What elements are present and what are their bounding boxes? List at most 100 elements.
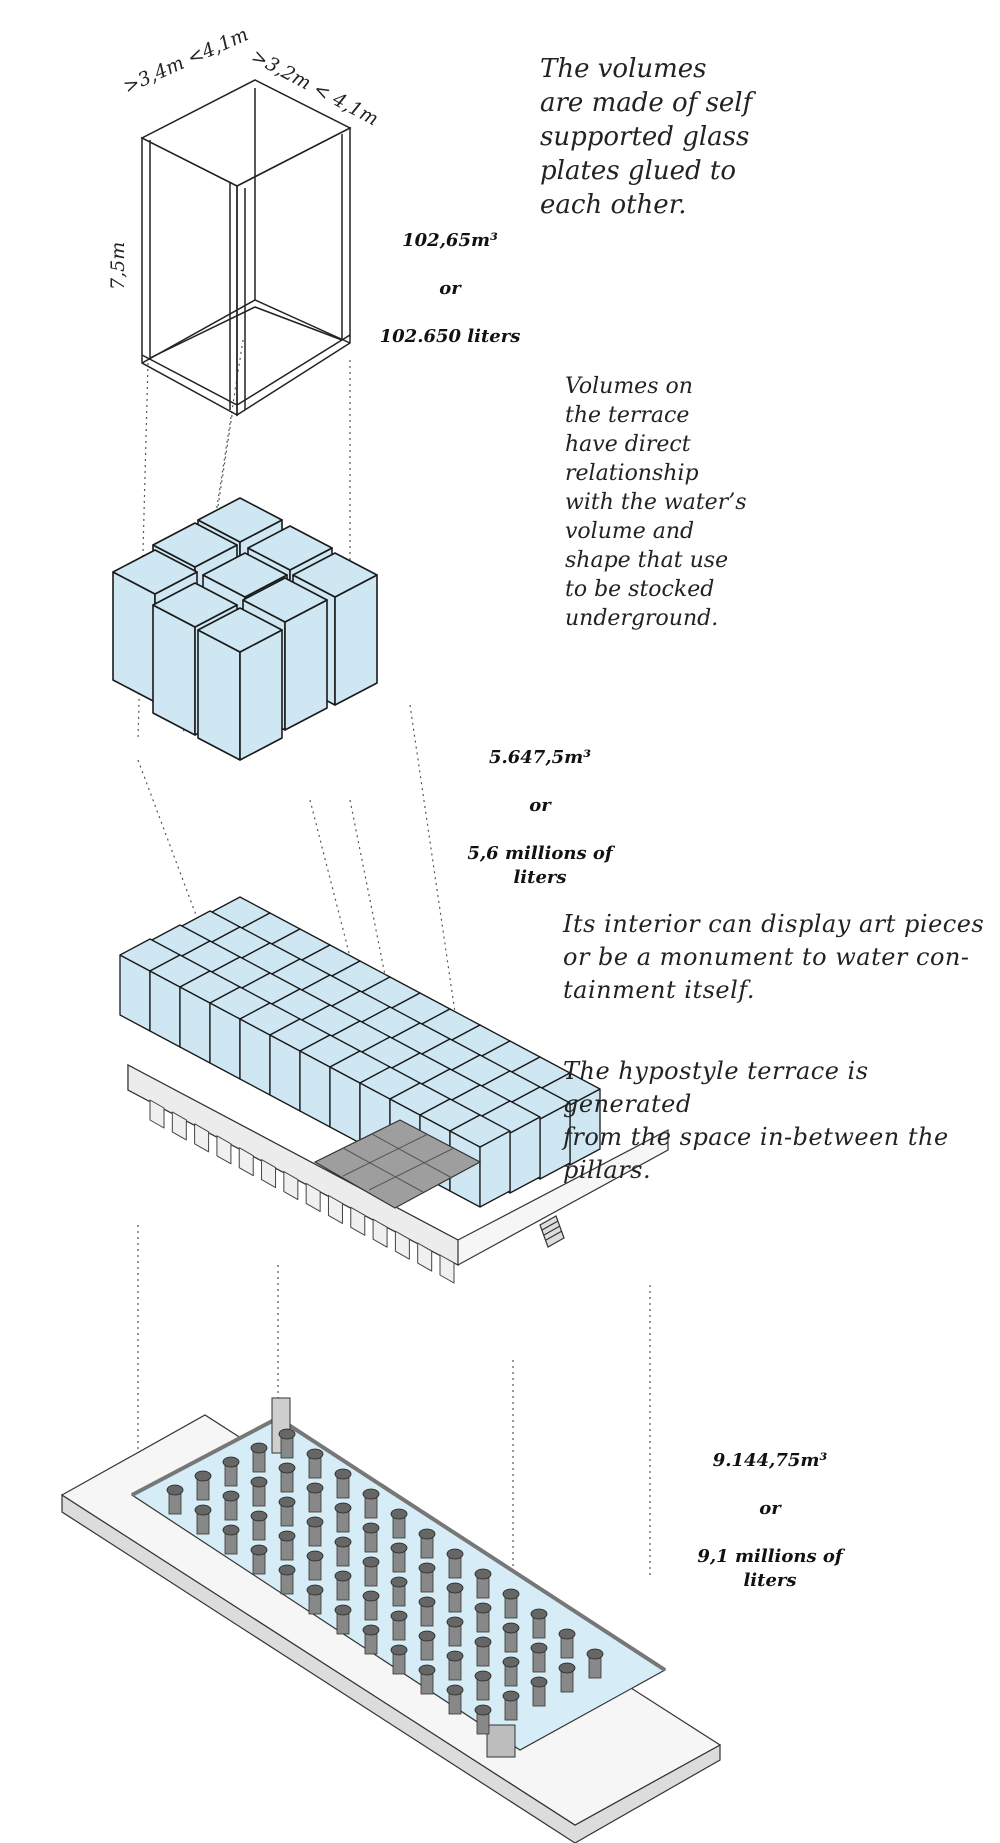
volume-terrace-amount: 5.647,5m³ (488, 747, 592, 768)
cistern-pillar (334, 1468, 352, 1499)
cistern-pillar (446, 1548, 464, 1579)
terrace-beam (194, 1123, 210, 1153)
cistern-pillar (166, 1484, 184, 1515)
pump-box (486, 1724, 516, 1758)
terrace-beam (305, 1182, 321, 1212)
cistern-pillar (334, 1536, 352, 1567)
cistern-pillar (306, 1482, 324, 1513)
cistern-pillar (474, 1636, 492, 1667)
cistern-pillar (278, 1530, 296, 1561)
volume-single-amount: 102,65m³ (402, 230, 498, 251)
cistern-pillar (446, 1684, 464, 1715)
cistern-pillar (390, 1542, 408, 1573)
cistern-pillar (558, 1662, 576, 1693)
note-hypostyle: The hypostyle terrace is generated from … (563, 1057, 949, 1184)
glass-volume (140, 79, 352, 417)
cistern-pillar (446, 1650, 464, 1681)
note-glass-plates: The volumes are made of self supported g… (540, 54, 753, 220)
cistern-pillar (418, 1562, 436, 1593)
terrace-volume-cluster (112, 497, 378, 761)
cistern-pillar (306, 1584, 324, 1615)
plaza-grid (342, 1133, 455, 1193)
terrace-beam (283, 1171, 299, 1201)
cistern-pillar (558, 1628, 576, 1659)
cistern-pillar (390, 1576, 408, 1607)
cistern-pillar (222, 1490, 240, 1521)
cistern-pillar (250, 1544, 268, 1575)
cistern-pillar (418, 1630, 436, 1661)
volume-single-or: or (439, 278, 461, 299)
volume-terrace-or: or (529, 795, 551, 816)
cistern-pillar (530, 1608, 548, 1639)
volume-cistern-amount: 9.144,75m³ (712, 1450, 828, 1471)
cistern-pillar (334, 1502, 352, 1533)
terrace-beam (439, 1254, 455, 1284)
cistern-pillar (278, 1462, 296, 1493)
terrace-beam (171, 1111, 187, 1141)
cistern-pillar (306, 1516, 324, 1547)
terrace-beam (149, 1099, 165, 1129)
cistern-pillar (334, 1604, 352, 1635)
glass-block (197, 607, 283, 761)
cistern-pillar (250, 1476, 268, 1507)
cistern-pillar (390, 1508, 408, 1539)
cistern-pillar (586, 1648, 604, 1679)
cistern-pillar (502, 1690, 520, 1721)
cistern-pillar (278, 1428, 296, 1459)
cistern-pillar (502, 1622, 520, 1653)
cistern-pillar (474, 1602, 492, 1633)
underground-cistern (60, 1397, 722, 1843)
volume-label-single: 102,65m³ or 102.650 liters (350, 205, 550, 373)
cistern-pillar (446, 1616, 464, 1647)
cistern-pillar (222, 1456, 240, 1487)
cistern-pillar (474, 1670, 492, 1701)
volume-cistern-or: or (759, 1498, 781, 1519)
volume-single-liters: 102.650 liters (379, 326, 521, 347)
cistern-pillar (306, 1448, 324, 1479)
volume-terrace-liters: 5,6 millions of liters (467, 843, 613, 888)
cistern-pillar (362, 1488, 380, 1519)
volume-label-cistern: 9.144,75m³ or 9,1 millions of liters (670, 1425, 870, 1617)
cistern-pillar (250, 1442, 268, 1473)
terrace-beam (327, 1194, 343, 1224)
cistern-pillar (530, 1676, 548, 1707)
cistern-pillar (474, 1568, 492, 1599)
terrace-beam (350, 1206, 366, 1236)
dimension-height: 7,5m (107, 241, 129, 290)
cistern-pillar (502, 1656, 520, 1687)
cistern-pillar (418, 1528, 436, 1559)
volume-label-terrace: 5.647,5m³ or 5,6 millions of liters (440, 722, 640, 914)
terrace-beam (372, 1218, 388, 1248)
cistern-pillar (474, 1704, 492, 1735)
hypostyle-terrace (119, 896, 669, 1284)
cistern-pillar (278, 1496, 296, 1527)
grey-plaza (313, 1119, 482, 1209)
cistern-pillar (390, 1644, 408, 1675)
cistern-pillar (250, 1510, 268, 1541)
cistern-pillar (334, 1570, 352, 1601)
terrace-beam (394, 1230, 410, 1260)
cistern-pillar (222, 1524, 240, 1555)
terrace-glass-volumes (119, 896, 601, 1208)
cistern-pillar (446, 1582, 464, 1613)
cistern-pillar (390, 1610, 408, 1641)
terrace-beam (261, 1159, 277, 1189)
terrace-beams (149, 1099, 455, 1284)
cistern-pillars (166, 1428, 604, 1735)
volume-cistern-liters: 9,1 millions of liters (697, 1546, 843, 1591)
cistern-pillar (306, 1550, 324, 1581)
cistern-pillar (362, 1624, 380, 1655)
cistern-pillar (362, 1556, 380, 1587)
terrace-beam (216, 1135, 232, 1165)
cistern-pillar (418, 1596, 436, 1627)
cistern-pillar (278, 1564, 296, 1595)
cistern-pillar (362, 1522, 380, 1553)
cistern-pillar (362, 1590, 380, 1621)
terrace-beam (238, 1147, 254, 1177)
cistern-pillar (418, 1664, 436, 1695)
stair-icon (539, 1215, 565, 1248)
cistern-pillar (530, 1642, 548, 1673)
terrace-beam (417, 1242, 433, 1272)
note-terrace-volumes: Volumes on the terrace have direct relat… (565, 374, 747, 631)
